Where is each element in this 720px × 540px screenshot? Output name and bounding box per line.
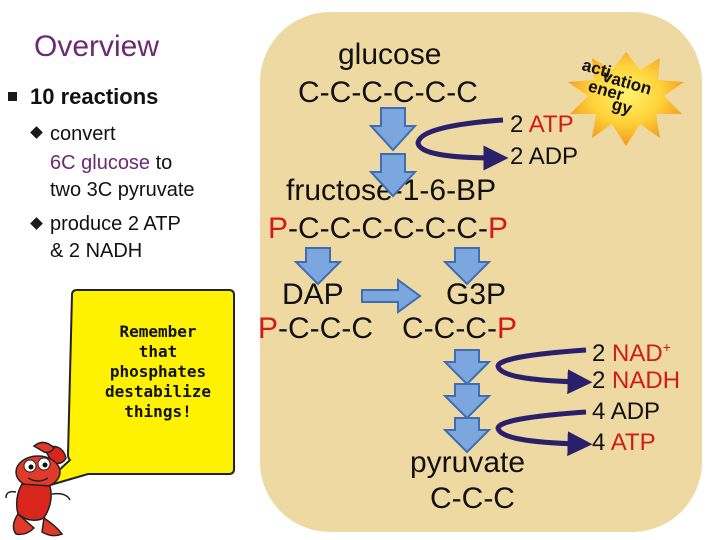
bubble-line: things! — [124, 402, 192, 421]
glucose-term: 6C glucose — [50, 152, 151, 174]
phosphate: P — [487, 212, 508, 245]
yield-atp-label: ATP — [610, 429, 656, 456]
bubble-line: Remember — [119, 322, 197, 341]
atp-input: 2 ATP — [510, 110, 574, 140]
page-title: Overview — [34, 30, 160, 63]
yield-nad: 2 NAD+ — [592, 332, 671, 369]
yield-atp: 4 ATP — [592, 428, 656, 458]
bubble-text: Remember that phosphates destabilize thi… — [76, 322, 240, 422]
phosphate: P — [258, 312, 279, 345]
phosphate: P — [496, 312, 517, 345]
yield-nadh-label: NADH — [612, 367, 681, 394]
bullet-convert: convert — [50, 121, 116, 147]
yield-nad-label: NAD — [612, 340, 663, 367]
lobster-mascot-icon — [5, 441, 71, 537]
adp-output: 2 ADP — [510, 143, 579, 170]
yield-atp-count: 4 — [592, 429, 611, 456]
bullet-convert-line2: 6C glucose to — [50, 150, 172, 176]
sub-heading: 10 reactions — [30, 84, 159, 109]
dap-label: DAP — [282, 278, 344, 311]
bubble-line: destabilize — [105, 382, 211, 401]
g3p-chain: C-C-C-P — [402, 312, 517, 346]
fructose-bisphosphate-chain: P-C-C-C-C-C-C-P — [268, 212, 508, 246]
bubble-line: that — [138, 342, 178, 361]
pyruvate-chain: C-C-C — [430, 482, 515, 515]
yield-nadh-count: 2 — [592, 367, 613, 394]
g3p-label: G3P — [446, 278, 507, 311]
dap-chain: P-C-C-C — [258, 312, 373, 346]
bullet-produce-line2: & 2 NADH — [50, 240, 143, 262]
yield-nadh: 2 NADH — [592, 366, 680, 396]
yield-nad-count: 2 — [592, 340, 613, 367]
atp-input-count: 2 — [510, 111, 529, 138]
carbon-chain: C-C-C- — [402, 312, 497, 345]
atp-input-label: ATP — [528, 111, 574, 138]
to-text: to — [150, 152, 173, 174]
activation-energy-label: acti vation ener gy — [580, 55, 672, 146]
bullet-convert-text: convert — [50, 123, 116, 145]
bullet-produce: produce 2 ATP — [50, 213, 181, 235]
carbon-chain: -C-C-C-C-C-C- — [288, 212, 488, 245]
phosphate: P — [268, 212, 289, 245]
bullet-convert-line3: two 3C pyruvate — [50, 179, 195, 201]
glucose-chain: C-C-C-C-C-C — [298, 76, 478, 109]
glucose-label: glucose — [338, 38, 442, 71]
yield-nad-charge: + — [662, 339, 671, 355]
pyruvate-label: pyruvate — [410, 446, 526, 479]
fructose-bisphosphate-label: fructose-1-6-BP — [286, 174, 497, 207]
bubble-line: phosphates — [109, 362, 207, 381]
carbon-chain: -C-C-C — [278, 312, 373, 345]
activation-energy-line: gy — [609, 94, 635, 119]
yield-adp: 4 ADP — [592, 398, 661, 425]
square-bullet-icon — [8, 92, 17, 101]
